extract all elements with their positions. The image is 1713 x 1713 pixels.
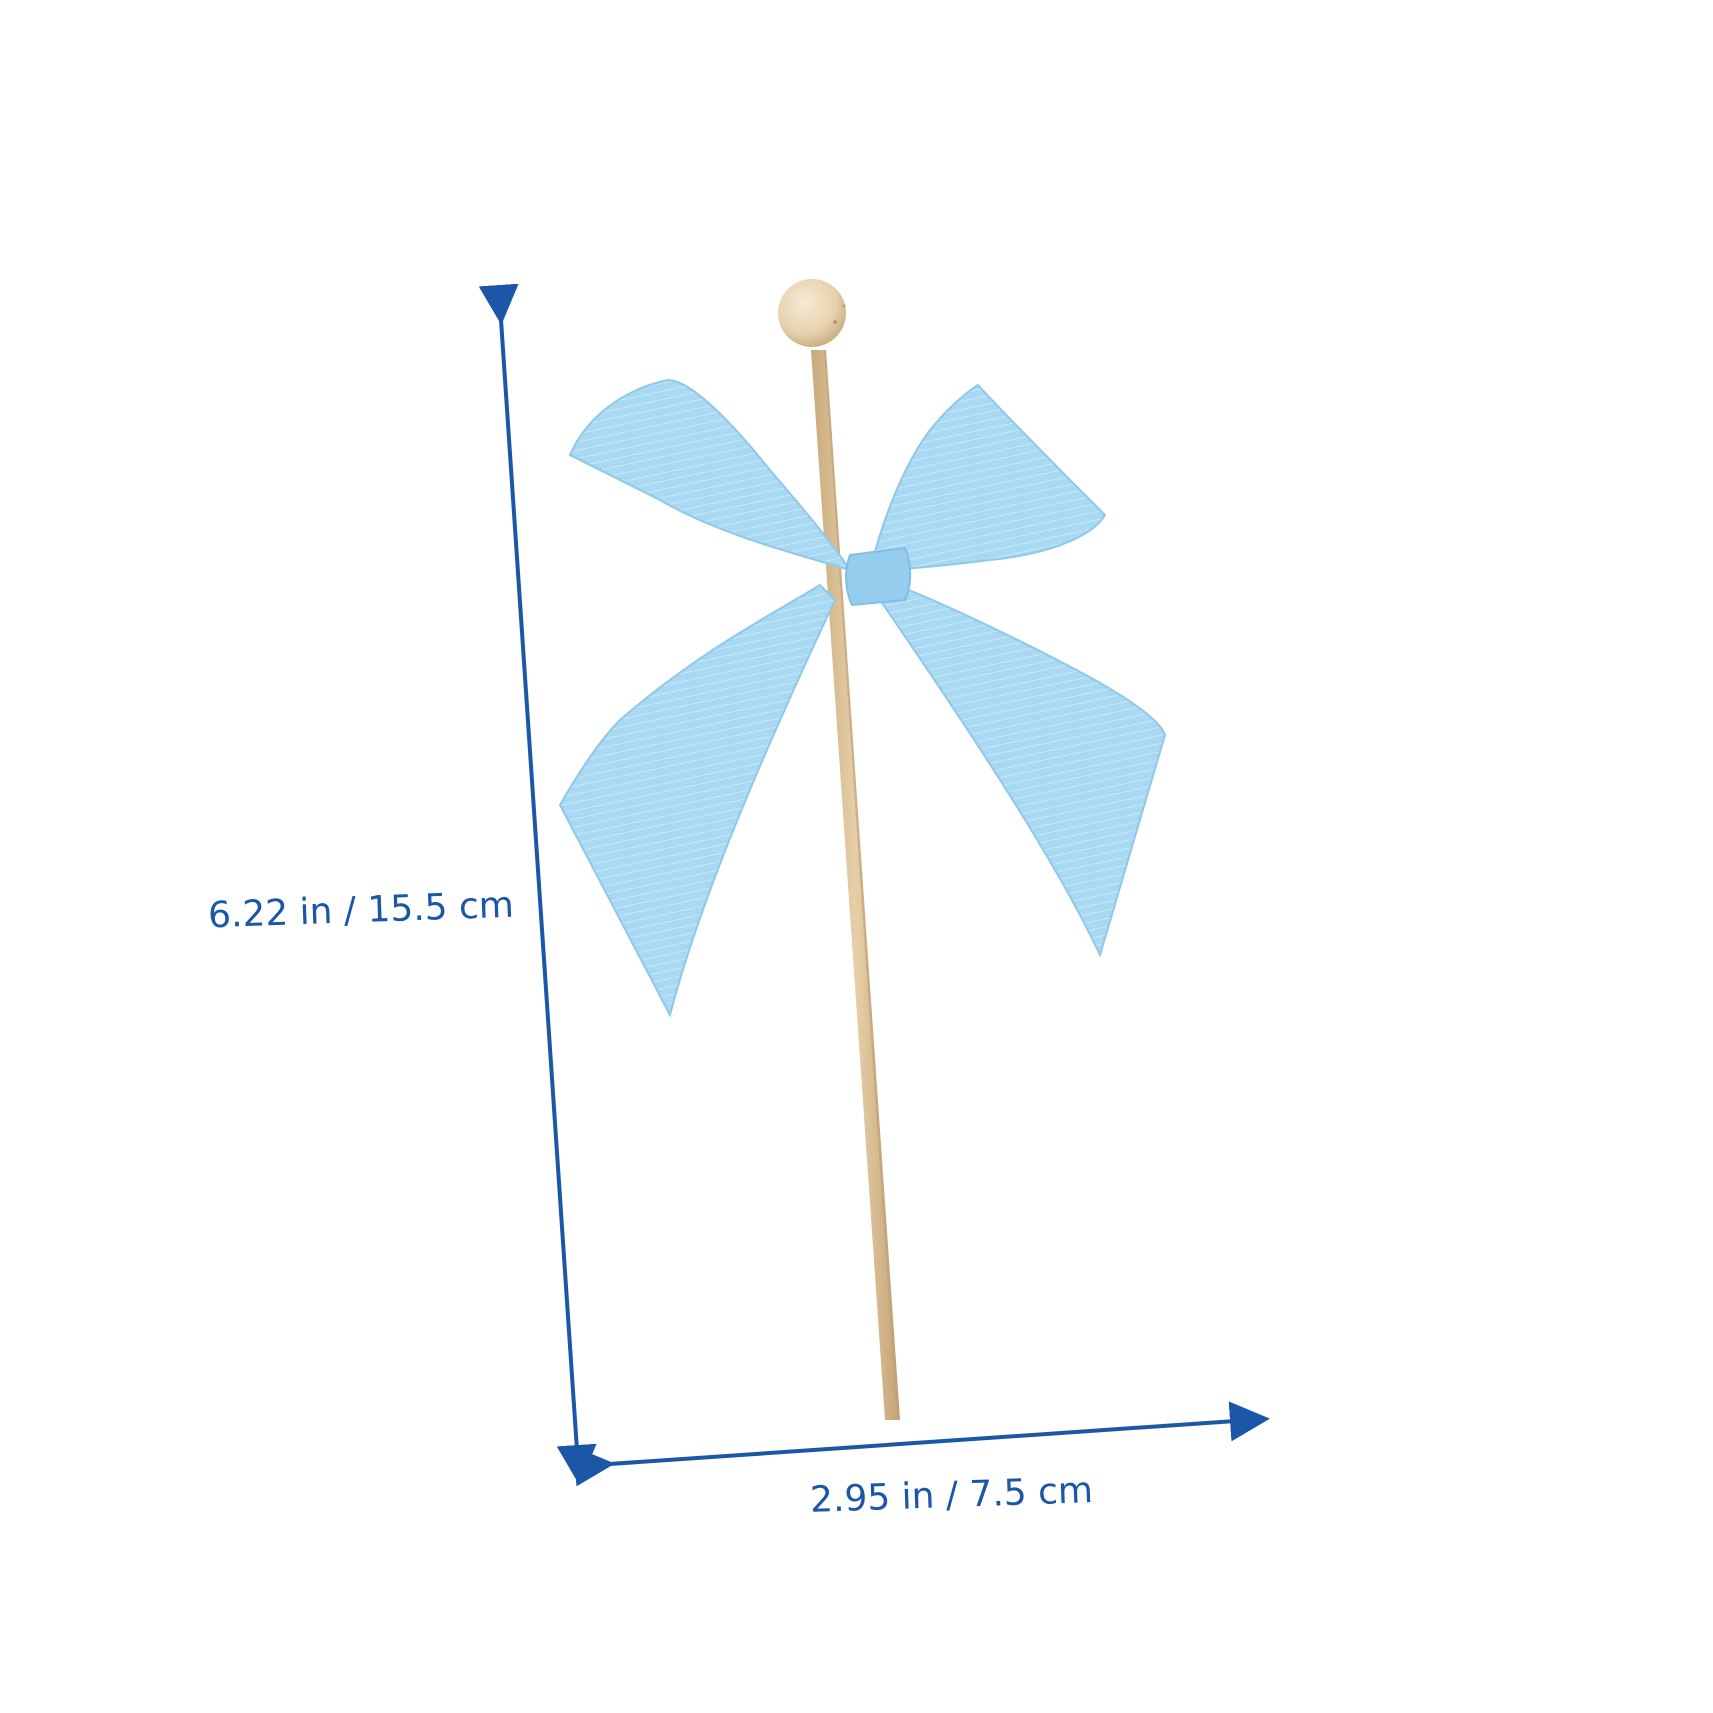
- ribbon-bow: [558, 378, 1167, 1018]
- bow-left-tail: [558, 583, 837, 1018]
- bow-left-loop: [568, 378, 853, 572]
- bow-knot: [845, 546, 912, 607]
- height-dimension-line: [478, 283, 597, 1485]
- width-dimension-line: [573, 1401, 1270, 1487]
- bow-right-tail: [868, 573, 1167, 958]
- wooden-bead: [778, 279, 846, 347]
- bow-right-loop: [868, 383, 1107, 572]
- wooden-stick: [811, 350, 900, 1420]
